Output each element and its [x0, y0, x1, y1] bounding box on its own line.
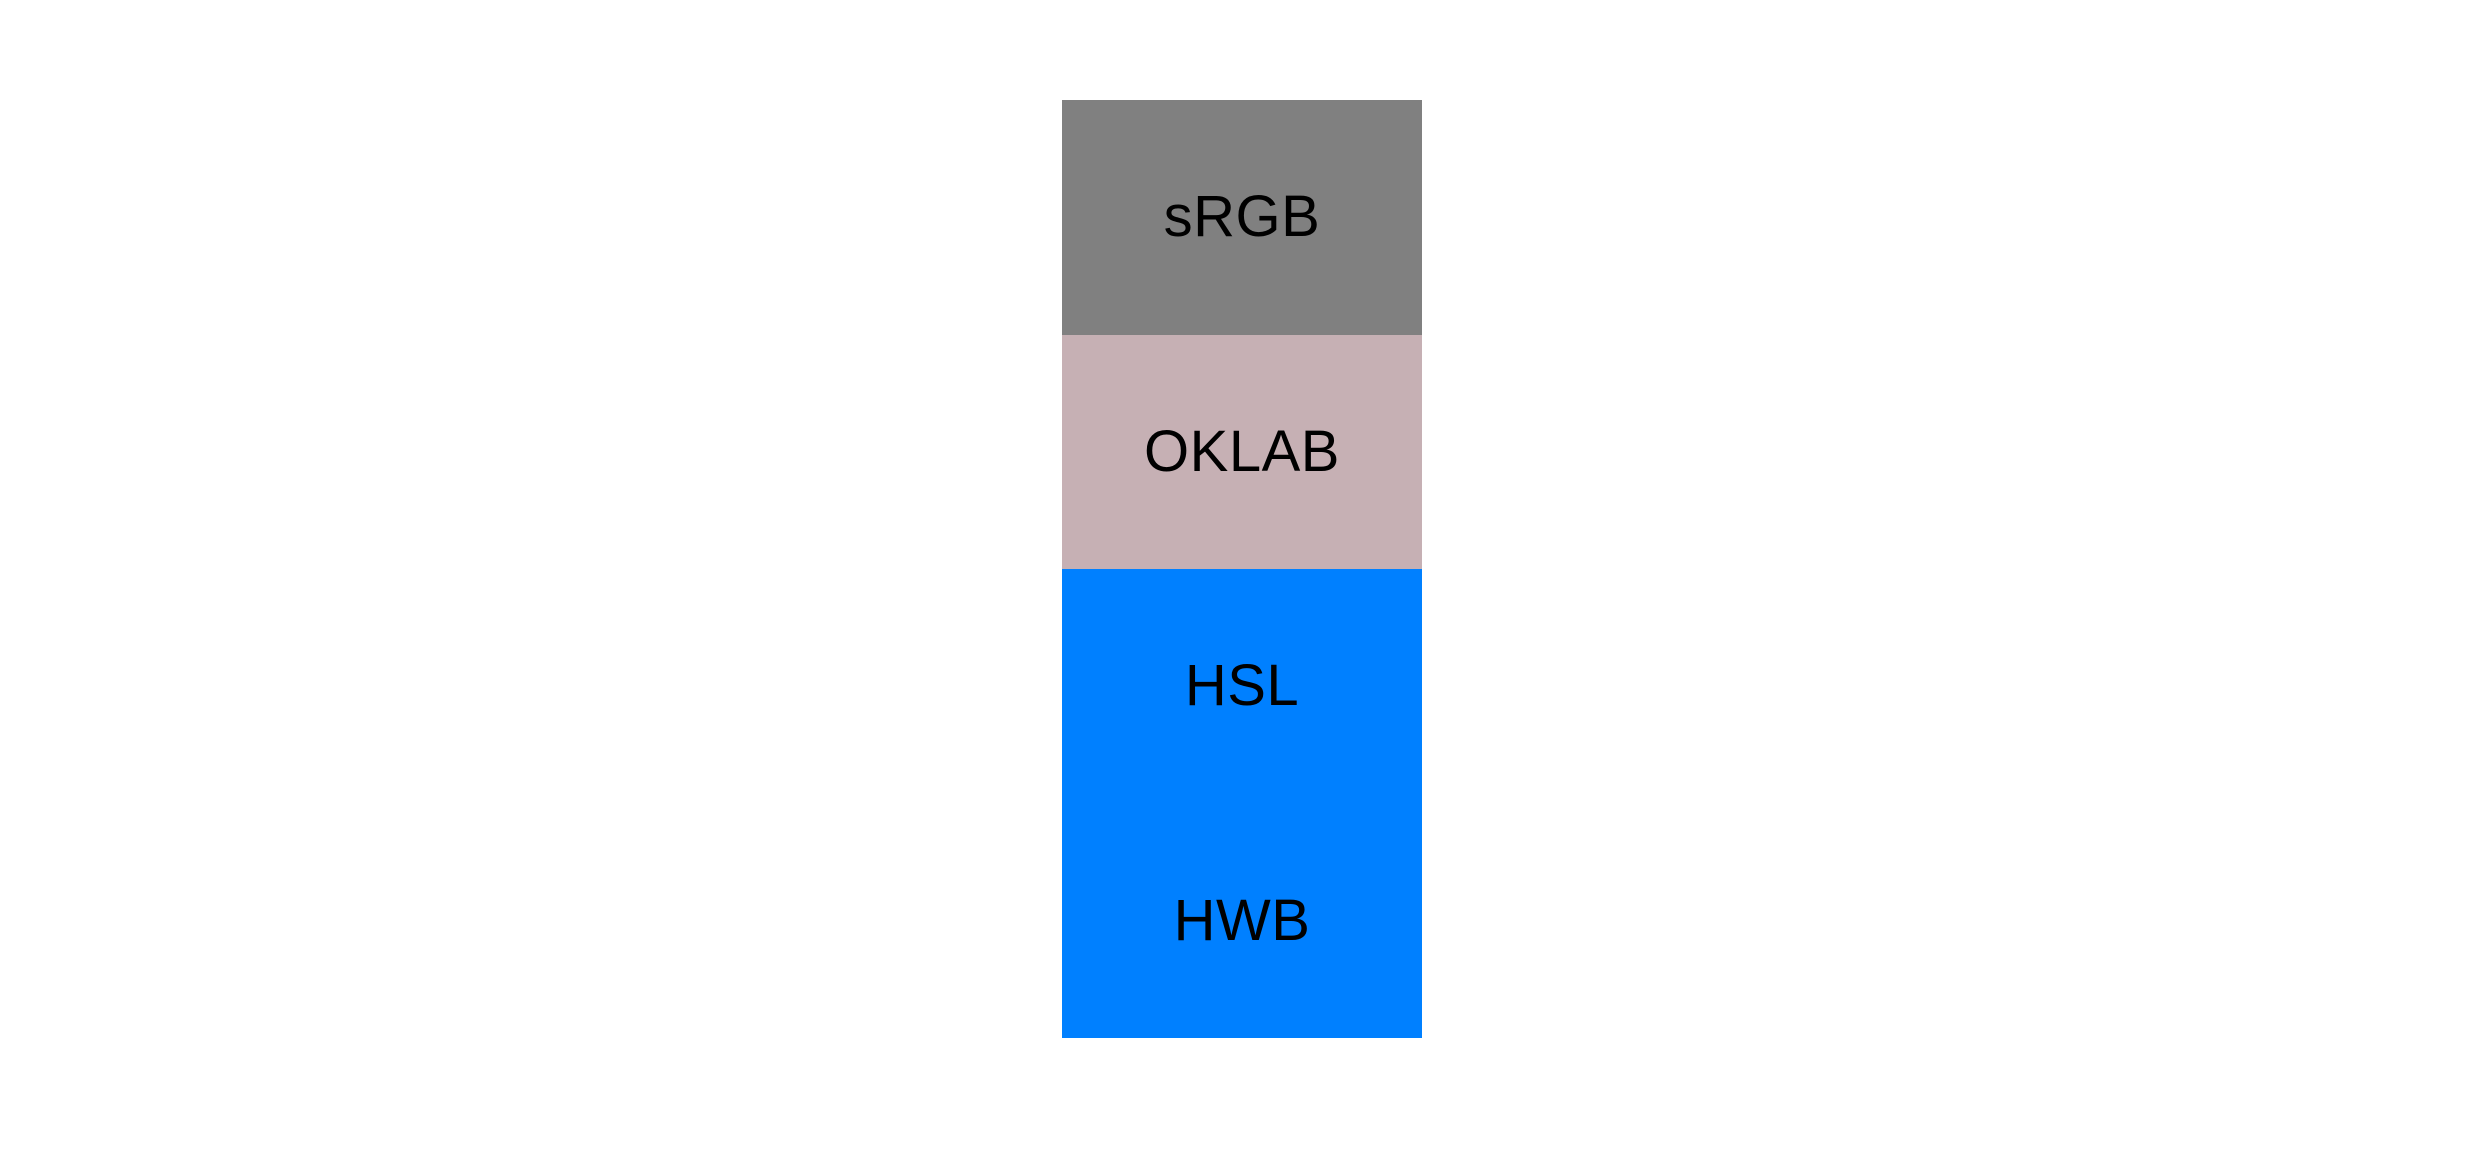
swatch-oklab: OKLAB	[1062, 334, 1422, 569]
swatch-label-oklab: OKLAB	[1144, 418, 1340, 484]
color-interpolation-swatch-stack: sRGB OKLAB HSL HWB	[1062, 100, 1422, 1038]
swatch-srgb: sRGB	[1062, 100, 1422, 335]
swatch-label-srgb: sRGB	[1163, 184, 1321, 250]
swatch-hwb: HWB	[1062, 803, 1422, 1038]
swatch-label-hwb: HWB	[1173, 887, 1311, 953]
swatch-label-hsl: HSL	[1184, 653, 1300, 719]
swatch-hsl: HSL	[1062, 569, 1422, 804]
